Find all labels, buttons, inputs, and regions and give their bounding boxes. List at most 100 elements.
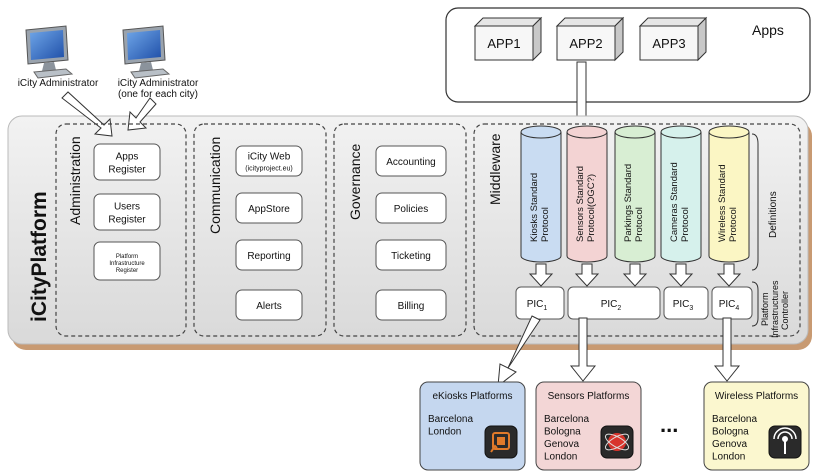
wireless-antenna-icon: [768, 425, 802, 459]
comm-item-3: Reporting: [235, 239, 303, 271]
admin-label: iCity Administrator: [118, 78, 199, 89]
app-box-1: APP1: [473, 16, 543, 62]
pic-subscript: 1: [543, 305, 547, 312]
admin-label: iCity Administrator: [18, 78, 99, 89]
admin-item-2-label: Users: [114, 202, 140, 213]
pic-label: PIC1: [527, 299, 548, 312]
pic-subscript: 3: [689, 305, 693, 312]
definitions-bracket: [751, 133, 759, 271]
controller-label-2: Infrastructures: [770, 280, 780, 338]
admin-sublabel: (one for each city): [118, 89, 198, 100]
pic-label: PIC3: [673, 299, 694, 312]
pic-box-4: PIC4: [711, 286, 753, 320]
bottom-platform-city: London: [712, 452, 745, 463]
platform-title: iCityPlatform: [28, 191, 51, 322]
bottom-platform-city: Bologna: [712, 427, 749, 438]
bottom-platform-2: Sensors PlatformsBarcelonaBolognaGenovaL…: [535, 381, 642, 471]
bottom-platform-title: Sensors Platforms: [548, 391, 630, 402]
app-label: APP2: [569, 36, 602, 51]
app-label: APP3: [652, 36, 685, 51]
communication-title: Communication: [207, 137, 223, 234]
gov-item-1-label: Accounting: [386, 157, 435, 168]
protocol-arrow: [528, 263, 554, 287]
admin-arrow-2: [127, 97, 157, 131]
bottom-platform-city: London: [544, 452, 577, 463]
gov-item-2-label: Policies: [394, 204, 428, 215]
protocol-arrow: [716, 263, 742, 287]
protocol-label: Protocol: [540, 207, 551, 242]
pic-box-1: PIC1: [515, 286, 565, 320]
kiosk-touch-icon: [484, 425, 518, 459]
bottom-platform-3: Wireless PlatformsBarcelonaBolognaGenova…: [703, 381, 810, 471]
gov-item-4-label: Billing: [398, 301, 425, 312]
middleware-title: Middleware: [487, 133, 503, 205]
bottom-platform-title: Wireless Platforms: [715, 391, 798, 402]
protocol-arrow: [574, 263, 600, 287]
gov-item-3-label: Ticketing: [391, 251, 431, 262]
protocol-label: Protocol: [728, 207, 739, 242]
ellipsis: ...: [660, 412, 678, 437]
protocol-label: Parkings Standard: [623, 164, 634, 242]
pic-label: PIC4: [719, 299, 740, 312]
admin-item-1-label: Apps: [116, 152, 139, 163]
definitions-label: Definitions: [768, 191, 779, 238]
controller-label-1: Platform: [760, 292, 770, 326]
bottom-platform-city: Barcelona: [428, 414, 473, 425]
comm-item-4-label: Alerts: [256, 301, 282, 312]
governance-panel: [333, 123, 467, 337]
protocol-label: Sensors Standard: [575, 166, 586, 242]
pic-base: PIC: [601, 299, 618, 310]
bottom-platform-city: Genova: [544, 439, 579, 450]
administration-panel: [55, 123, 187, 337]
protocol-arrow: [622, 263, 648, 287]
bottom-platform-city: Bologna: [544, 427, 581, 438]
gov-item-1: Accounting: [375, 145, 447, 177]
protocol-label: Protocol: [680, 207, 691, 242]
app-box-2: APP2: [555, 16, 625, 62]
app-box-3: APP3: [638, 16, 708, 62]
bottom-platform-city: Barcelona: [544, 414, 589, 425]
bottom-platform-city: Genova: [712, 439, 747, 450]
administration-title: Administration: [67, 136, 83, 225]
pic-box-3: PIC3: [663, 286, 709, 320]
pic-base: PIC: [719, 299, 736, 310]
admin-item-2-label: Register: [108, 215, 146, 226]
protocol-label: Cameras Standard: [669, 162, 680, 242]
comm-item-2-label: AppStore: [248, 204, 290, 215]
pic-label: PIC2: [601, 299, 622, 312]
protocol-label: Kiosks Standard: [529, 173, 540, 242]
pic-subscript: 4: [735, 305, 739, 312]
bottom-platform-city: Barcelona: [712, 414, 757, 425]
pic-box-2: PIC2: [567, 286, 661, 320]
protocol-label: Wireless Standard: [717, 164, 728, 242]
gov-item-2: Policies: [375, 192, 447, 224]
admin-arrow-1: [61, 91, 113, 137]
pic2-to-sensors-arrow: [569, 317, 597, 382]
admin-item-1-label: Register: [108, 165, 146, 176]
comm-item-1-label: (icityproject.eu): [245, 166, 292, 173]
bottom-platform-title: eKiosks Platforms: [432, 391, 512, 402]
app-label: APP1: [487, 36, 520, 51]
protocol-label: Protocol(OGC?): [586, 174, 597, 242]
governance-title: Governance: [347, 144, 363, 220]
comm-item-3-label: Reporting: [247, 251, 290, 262]
pic-base: PIC: [527, 299, 544, 310]
middleware-panel: [473, 123, 801, 337]
comm-item-2: AppStore: [235, 192, 303, 224]
gov-item-4: Billing: [375, 289, 447, 321]
admin-item-3-label: Platform: [116, 254, 138, 260]
admin-item-3-label: Register: [116, 268, 138, 274]
comm-item-1: iCity Web(icityproject.eu): [235, 145, 303, 177]
pic-subscript: 2: [617, 305, 621, 312]
admin-computer-icon: iCity Administrator: [18, 25, 99, 89]
pic1-to-ekiosks-arrow: [497, 315, 541, 388]
